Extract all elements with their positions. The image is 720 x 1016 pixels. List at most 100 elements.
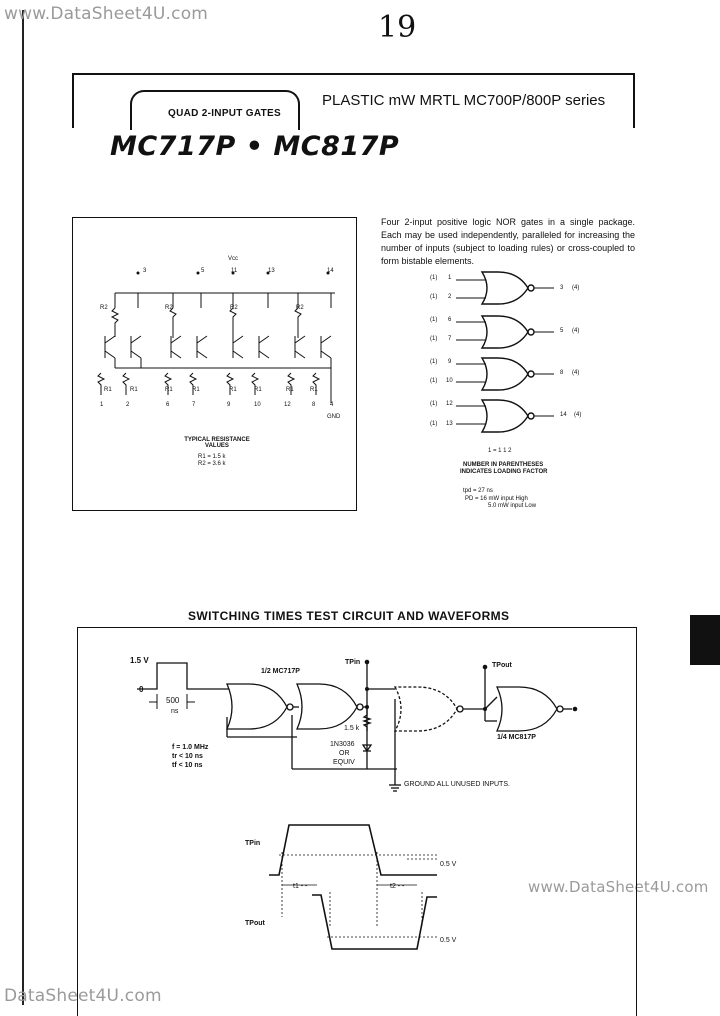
page-tab-marker <box>690 615 720 665</box>
input-load: (1) <box>430 401 438 407</box>
vcc-label: Vcc <box>228 256 239 262</box>
output-load: (4) <box>572 370 580 376</box>
wave-v05b: 0.5 V <box>440 937 457 944</box>
r-label: R1 <box>165 387 173 393</box>
pd-high: PD = 16 mW input High <box>465 496 528 502</box>
description: Four 2-input positive logic NOR gates in… <box>381 217 635 266</box>
output-pin: 14 <box>560 412 567 418</box>
freq-label: f = 1.0 MHz <box>172 744 209 751</box>
pin-label: 2 <box>126 402 130 408</box>
watermark-bottom: DataSheet4U.com <box>4 986 162 1006</box>
r2-value: R2 = 3.6 k <box>198 461 226 467</box>
pin-label: 8 <box>312 402 316 408</box>
r-label: R1 <box>104 387 112 393</box>
wave-tp-in: TPin <box>245 840 261 847</box>
test-circuit-diagram <box>137 659 578 950</box>
r-label: R1 <box>254 387 262 393</box>
input-pin: 1 <box>448 275 452 281</box>
gate-label: 1/2 MC717P <box>261 668 300 675</box>
header-frame <box>72 73 635 128</box>
series-label: PLASTIC mW MRTL MC700P/800P series <box>322 92 606 109</box>
zero-label: 0 <box>139 685 144 694</box>
output-load: (4) <box>572 328 580 334</box>
pulse-width: 500 <box>166 696 180 705</box>
logic-bottom-label: 1 = 1 1 2 <box>488 448 512 454</box>
r-label: R1 <box>310 387 318 393</box>
r-label: R2 <box>100 305 108 311</box>
page-number: 19 <box>378 10 417 45</box>
pin-label: 4 <box>330 402 334 408</box>
pin-label: 6 <box>166 402 170 408</box>
schematic-diagram <box>97 271 335 403</box>
input-pin: 13 <box>446 421 453 427</box>
tab-label: QUAD 2-INPUT GATES <box>168 108 281 119</box>
r-label: R2 <box>296 305 304 311</box>
logic-diagram <box>456 271 554 433</box>
output-load: (4) <box>572 285 580 291</box>
diode-line1: 1N3036 <box>330 741 355 748</box>
tf-label: tf < 10 ns <box>172 762 203 769</box>
pin-label: 1 <box>100 402 104 408</box>
input-pin: 9 <box>448 359 452 365</box>
input-load: (1) <box>430 336 438 342</box>
pin-label: 5 <box>201 268 205 274</box>
wave-v05a: 0.5 V <box>440 861 457 868</box>
input-pin: 2 <box>448 294 452 300</box>
r-label: R1 <box>192 387 200 393</box>
input-load: (1) <box>430 294 438 300</box>
input-load: (1) <box>430 421 438 427</box>
input-pin: 6 <box>448 317 452 323</box>
pin-label: 14 <box>327 268 334 274</box>
r-label: R2 <box>230 305 238 311</box>
load-label: 1/4 MC817P <box>497 734 536 741</box>
pin-label: 7 <box>192 402 196 408</box>
r-value-label: 1.5 k <box>344 725 360 732</box>
output-pin: 3 <box>560 285 564 291</box>
page-title: MC717P • MC817P <box>110 131 400 162</box>
input-load: (1) <box>430 275 438 281</box>
output-pin: 5 <box>560 328 564 334</box>
r-label: R1 <box>286 387 294 393</box>
pd-low: 5.0 mW input Low <box>488 503 537 509</box>
r-label: R1 <box>229 387 237 393</box>
input-pin: 7 <box>448 336 452 342</box>
input-load: (1) <box>430 359 438 365</box>
watermark-right: www.DataSheet4U.com <box>528 878 709 896</box>
ground-note: GROUND ALL UNUSED INPUTS. <box>404 781 510 788</box>
pin-label: 10 <box>254 402 261 408</box>
input-load: (1) <box>430 317 438 323</box>
note-line2: INDICATES LOADING FACTOR <box>460 469 548 475</box>
test-circuit-box <box>77 627 637 1016</box>
v15-label: 1.5 V <box>130 656 149 665</box>
pin-label: 11 <box>231 268 238 274</box>
note-line1: NUMBER IN PARENTHESES <box>463 462 544 468</box>
watermark-top: www.DataSheet4U.com <box>4 4 209 24</box>
wave-t2: t2 - - <box>390 883 405 890</box>
section-title: SWITCHING TIMES TEST CIRCUIT AND WAVEFOR… <box>188 609 510 623</box>
header-tab: QUAD 2-INPUT GATES <box>130 90 300 130</box>
wave-tp-out: TPout <box>245 920 265 927</box>
gnd-label: GND <box>327 414 341 420</box>
tpd-label: tpd = 27 ns <box>463 488 493 494</box>
schematic-box <box>72 217 357 511</box>
output-load: (4) <box>574 412 582 418</box>
tp-in-label: TPin <box>345 659 361 666</box>
input-pin: 10 <box>446 378 453 384</box>
pin-label: 13 <box>268 268 275 274</box>
pin-label: 3 <box>143 268 147 274</box>
input-load: (1) <box>430 378 438 384</box>
pin-label: 12 <box>284 402 291 408</box>
tr-label: tr < 10 ns <box>172 753 203 760</box>
pulse-ns: ns <box>171 708 179 715</box>
resistance-title: TYPICAL RESISTANCE VALUES <box>184 437 250 449</box>
wave-t1: t1 - - <box>293 883 308 890</box>
output-pin: 8 <box>560 370 564 376</box>
r1-value: R1 = 1.5 k <box>198 454 226 460</box>
diode-line2: OR <box>339 750 350 757</box>
r-label: R2 <box>165 305 173 311</box>
input-pin: 12 <box>446 401 453 407</box>
r-label: R1 <box>130 387 138 393</box>
tp-out-label: TPout <box>492 662 512 669</box>
page-edge-line <box>22 10 24 1005</box>
pin-label: 9 <box>227 402 231 408</box>
